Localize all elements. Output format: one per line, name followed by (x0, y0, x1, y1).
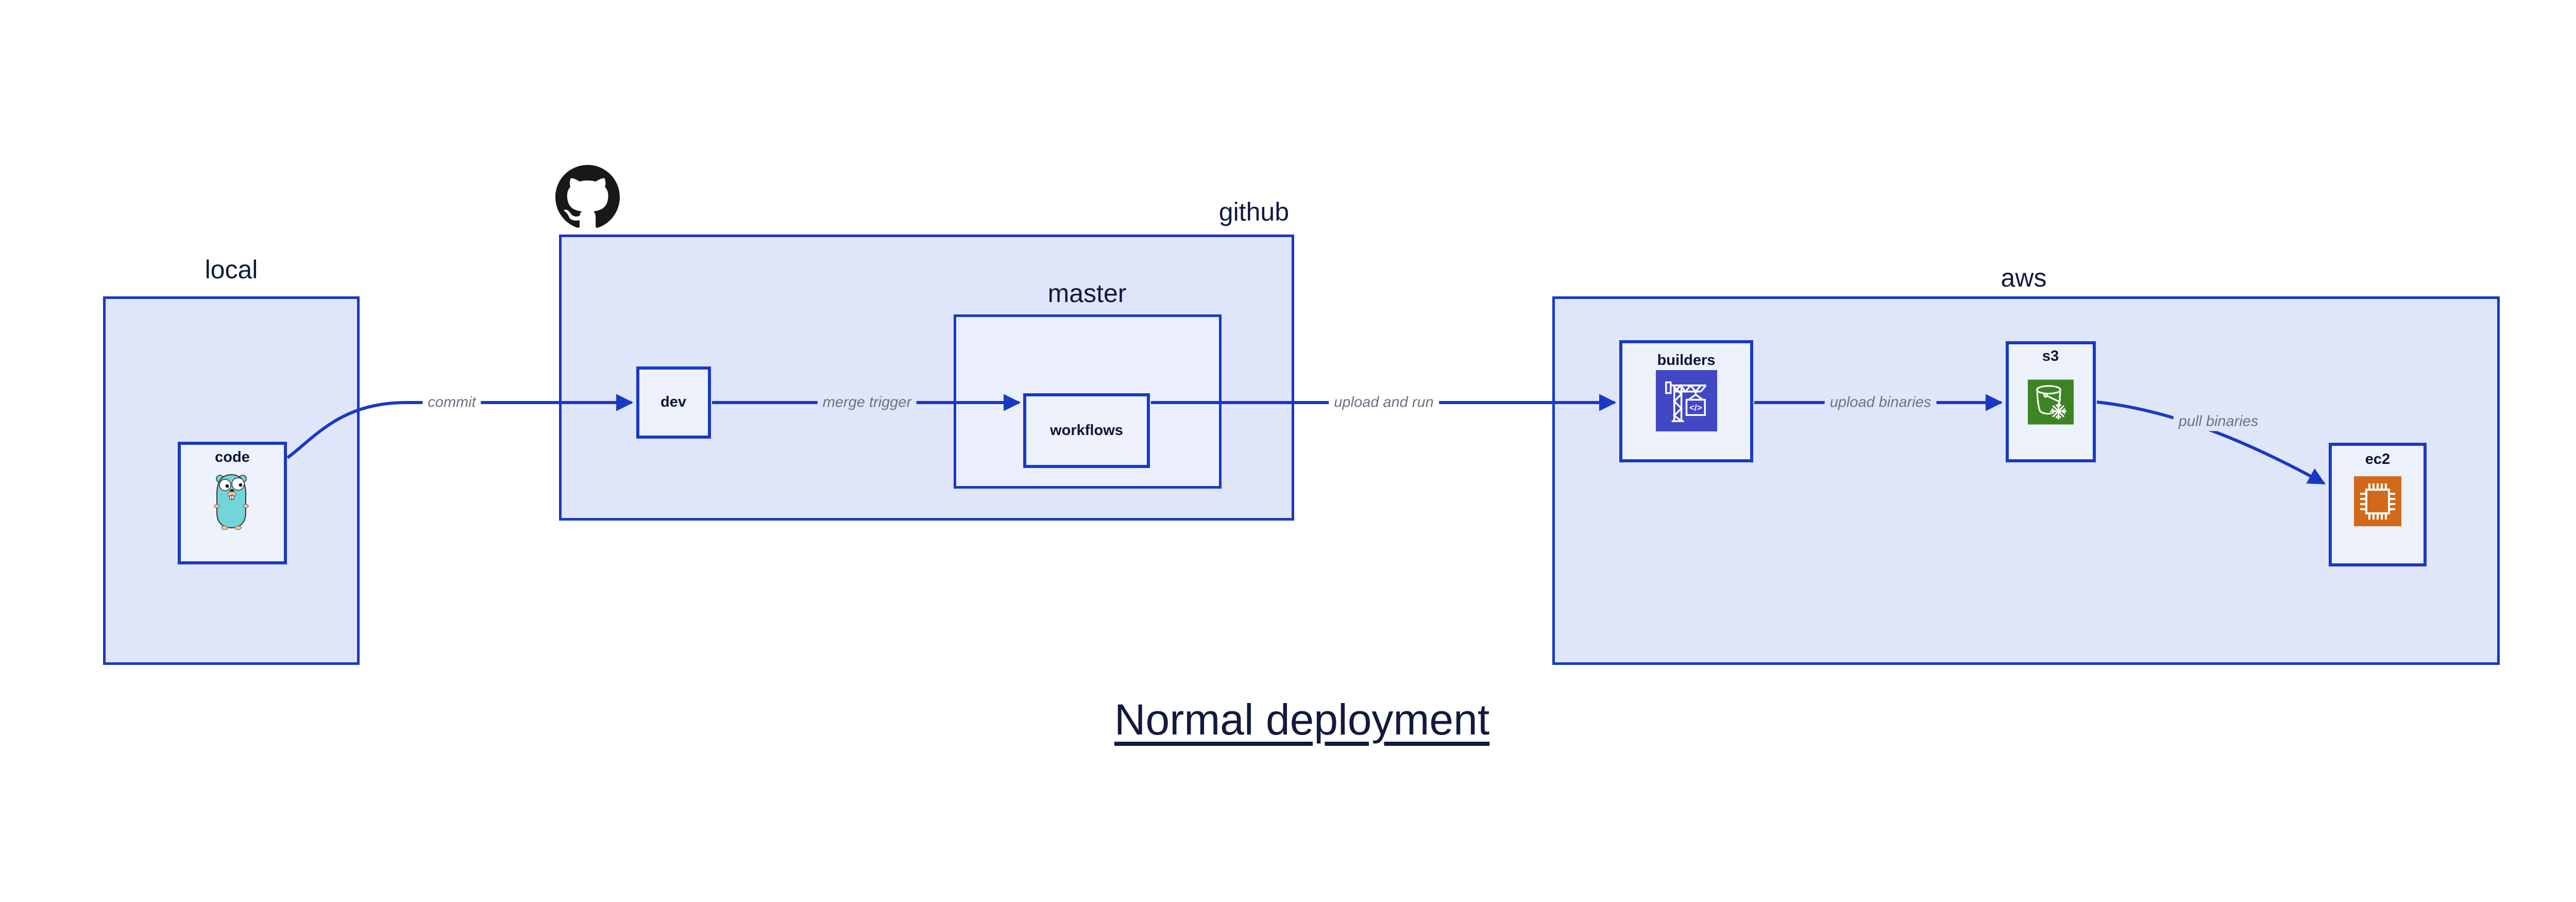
crane-structure (1665, 381, 1707, 422)
builders-node-box (1619, 340, 1753, 462)
upload-binaries-edge-label: upload binaries (1824, 393, 1937, 412)
github-octocat-logo-icon (555, 165, 620, 228)
builders-node-label: builders (1657, 352, 1716, 369)
go-gopher-icon (214, 474, 249, 530)
s3-node-label: s3 (2042, 348, 2059, 364)
diagram-title: Normal deployment (1114, 695, 1490, 744)
s3-bucket-icon (2028, 379, 2074, 425)
codebuild-crane-icon: </> (1656, 370, 1717, 431)
pull-binaries-edge-label: pull binaries (2173, 412, 2264, 431)
chip-shape (2360, 483, 2395, 520)
master-group-label: master (1047, 279, 1127, 308)
github-group-label: github (1218, 197, 1289, 226)
upload-and-run-edge-label: upload and run (1329, 393, 1439, 412)
local-group-label: local (205, 255, 258, 284)
workflows-node-box (1023, 393, 1150, 468)
bucket-shape (2036, 385, 2061, 415)
merge-trigger-edge-label: merge trigger (817, 393, 917, 412)
workflows-node-label: workflows (1050, 422, 1123, 439)
dev-node-box (636, 366, 711, 439)
dev-node-label: dev (660, 394, 686, 410)
ec2-node-label: ec2 (2365, 451, 2391, 467)
gopher-face (219, 477, 245, 500)
code-glyph: </> (1689, 403, 1702, 412)
commit-edge-label: commit (422, 393, 481, 412)
code-node-label: code (215, 449, 250, 465)
snowflake-glyph (2050, 403, 2067, 420)
ec2-chip-icon (2354, 476, 2401, 526)
aws-group-label: aws (2001, 263, 2047, 292)
